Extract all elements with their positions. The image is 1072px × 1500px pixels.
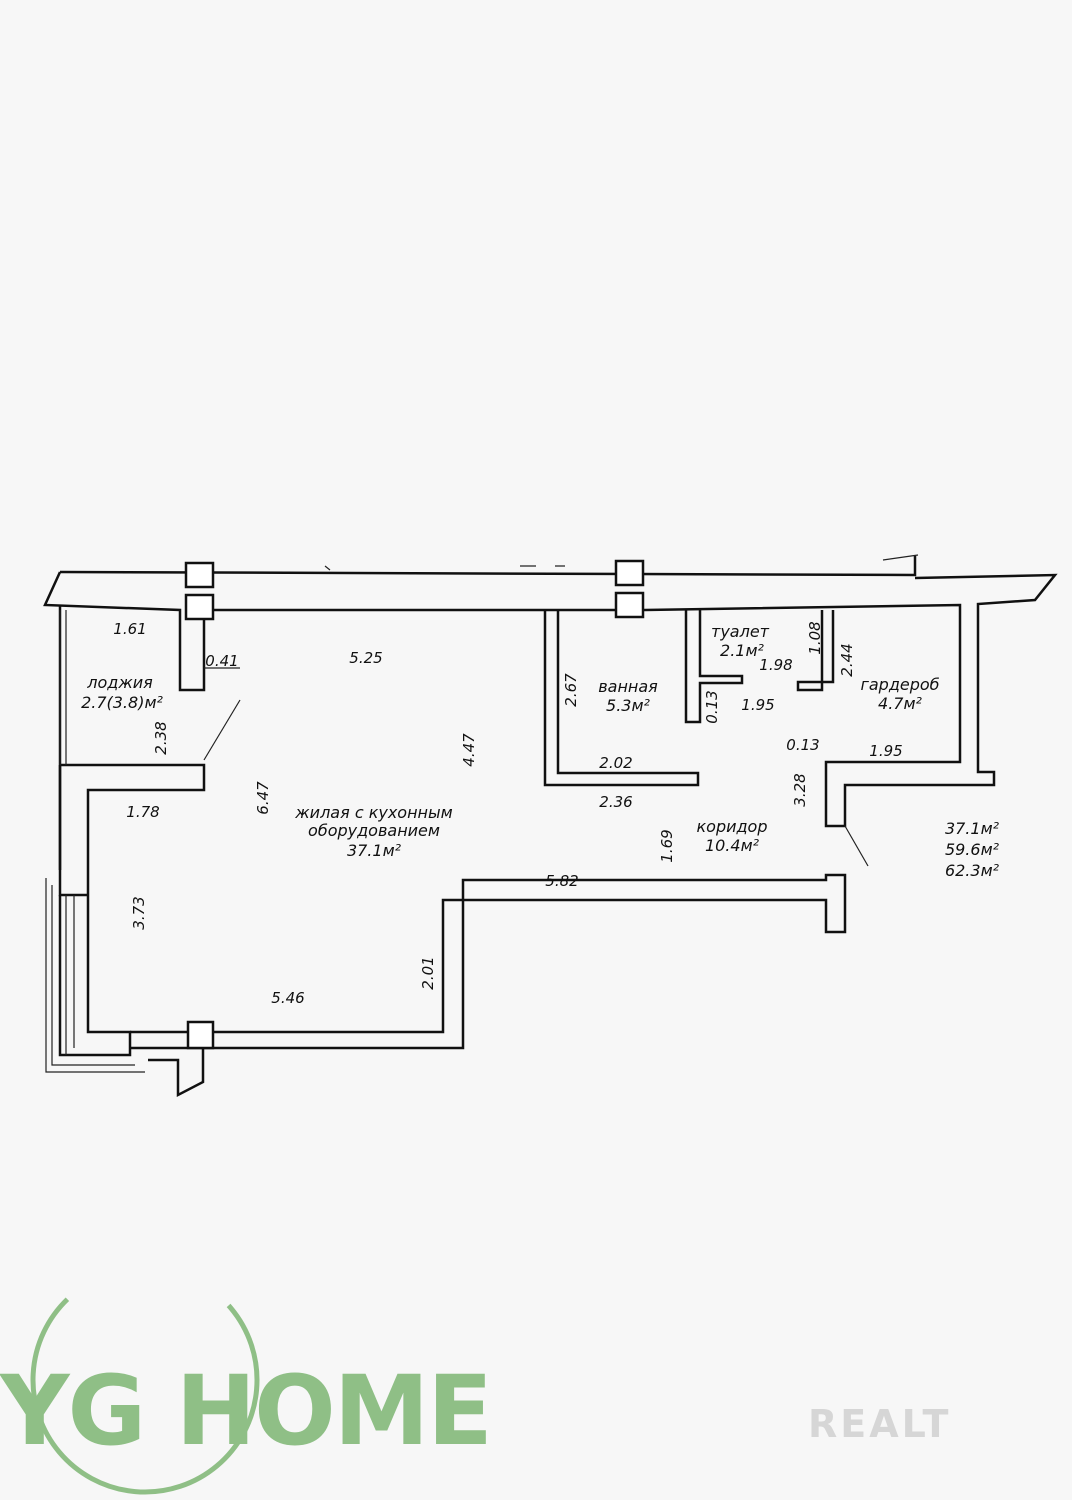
dim-label: 3.28 [791, 773, 809, 806]
dimension-labels: 1.61 0.41 5.25 2.38 1.78 6.47 4.47 3.73 … [113, 620, 902, 1007]
dim-label: 1.98 [759, 656, 792, 674]
loggia-name: лоджия [86, 673, 153, 692]
dim-label: 0.13 [786, 736, 819, 754]
door-swing [203, 699, 241, 761]
dim-label: 0.41 [205, 652, 238, 670]
dim-label: 5.82 [545, 872, 578, 890]
logo-text: YG HOME [0, 1355, 491, 1467]
dim-label: 6.47 [254, 781, 272, 815]
dim-label: 1.78 [126, 803, 159, 821]
dim-label: 5.25 [349, 649, 382, 667]
corridor-name: коридор [696, 817, 767, 836]
columns [184, 559, 645, 1050]
dim-label: 0.13 [703, 690, 721, 723]
wardrobe-name: гардероб [860, 675, 939, 694]
dim-label: 1.69 [658, 829, 676, 862]
dim-label: 1.08 [806, 621, 824, 654]
column [186, 1020, 215, 1050]
dim-label: 4.47 [460, 733, 478, 767]
dim-label: 3.73 [130, 896, 148, 929]
living-room-name-line2: оборудованием [308, 821, 440, 840]
wardrobe-area: 4.7м² [878, 694, 923, 713]
toilet-name: туалет [711, 622, 770, 641]
total-living-area: 37.1м² [945, 819, 1000, 838]
dim-label: 1.61 [113, 620, 146, 638]
glazing-and-doors [45, 554, 919, 1073]
corridor-area: 10.4м² [705, 836, 760, 855]
room-labels: лоджия 2.7(3.8)м² жилая с кухонным обору… [81, 622, 1000, 880]
exterior-walls [43, 556, 1058, 1098]
door-swing [844, 825, 869, 867]
dim-label: 2.38 [152, 721, 170, 754]
dim-label: 2.36 [599, 793, 632, 811]
dim-label: 2.02 [599, 754, 632, 772]
dim-label: 5.46 [271, 989, 304, 1007]
toilet-area: 2.1м² [720, 641, 765, 660]
dim-label: 1.95 [869, 742, 902, 760]
bath-name: ванная [598, 677, 658, 696]
loggia-area: 2.7(3.8)м² [81, 693, 163, 712]
living-room-area: 37.1м² [347, 841, 402, 860]
realt-watermark: REALT [808, 1402, 951, 1446]
column [614, 559, 645, 587]
dim-label: 1.95 [741, 696, 774, 714]
column [614, 591, 645, 619]
dim-label: 2.44 [838, 643, 856, 676]
logo-ring-icon [30, 1265, 260, 1495]
column [184, 561, 215, 589]
yg-home-logo: YG HOME [0, 1265, 493, 1495]
dim-label: 2.01 [419, 956, 437, 989]
total-area-with-loggia: 62.3м² [945, 861, 1000, 880]
dim-label: 2.67 [562, 673, 580, 707]
bath-area: 5.3м² [606, 696, 651, 715]
total-area: 59.6м² [945, 840, 1000, 859]
living-room-name-line1: жилая с кухонным [294, 803, 452, 822]
column [184, 593, 215, 621]
